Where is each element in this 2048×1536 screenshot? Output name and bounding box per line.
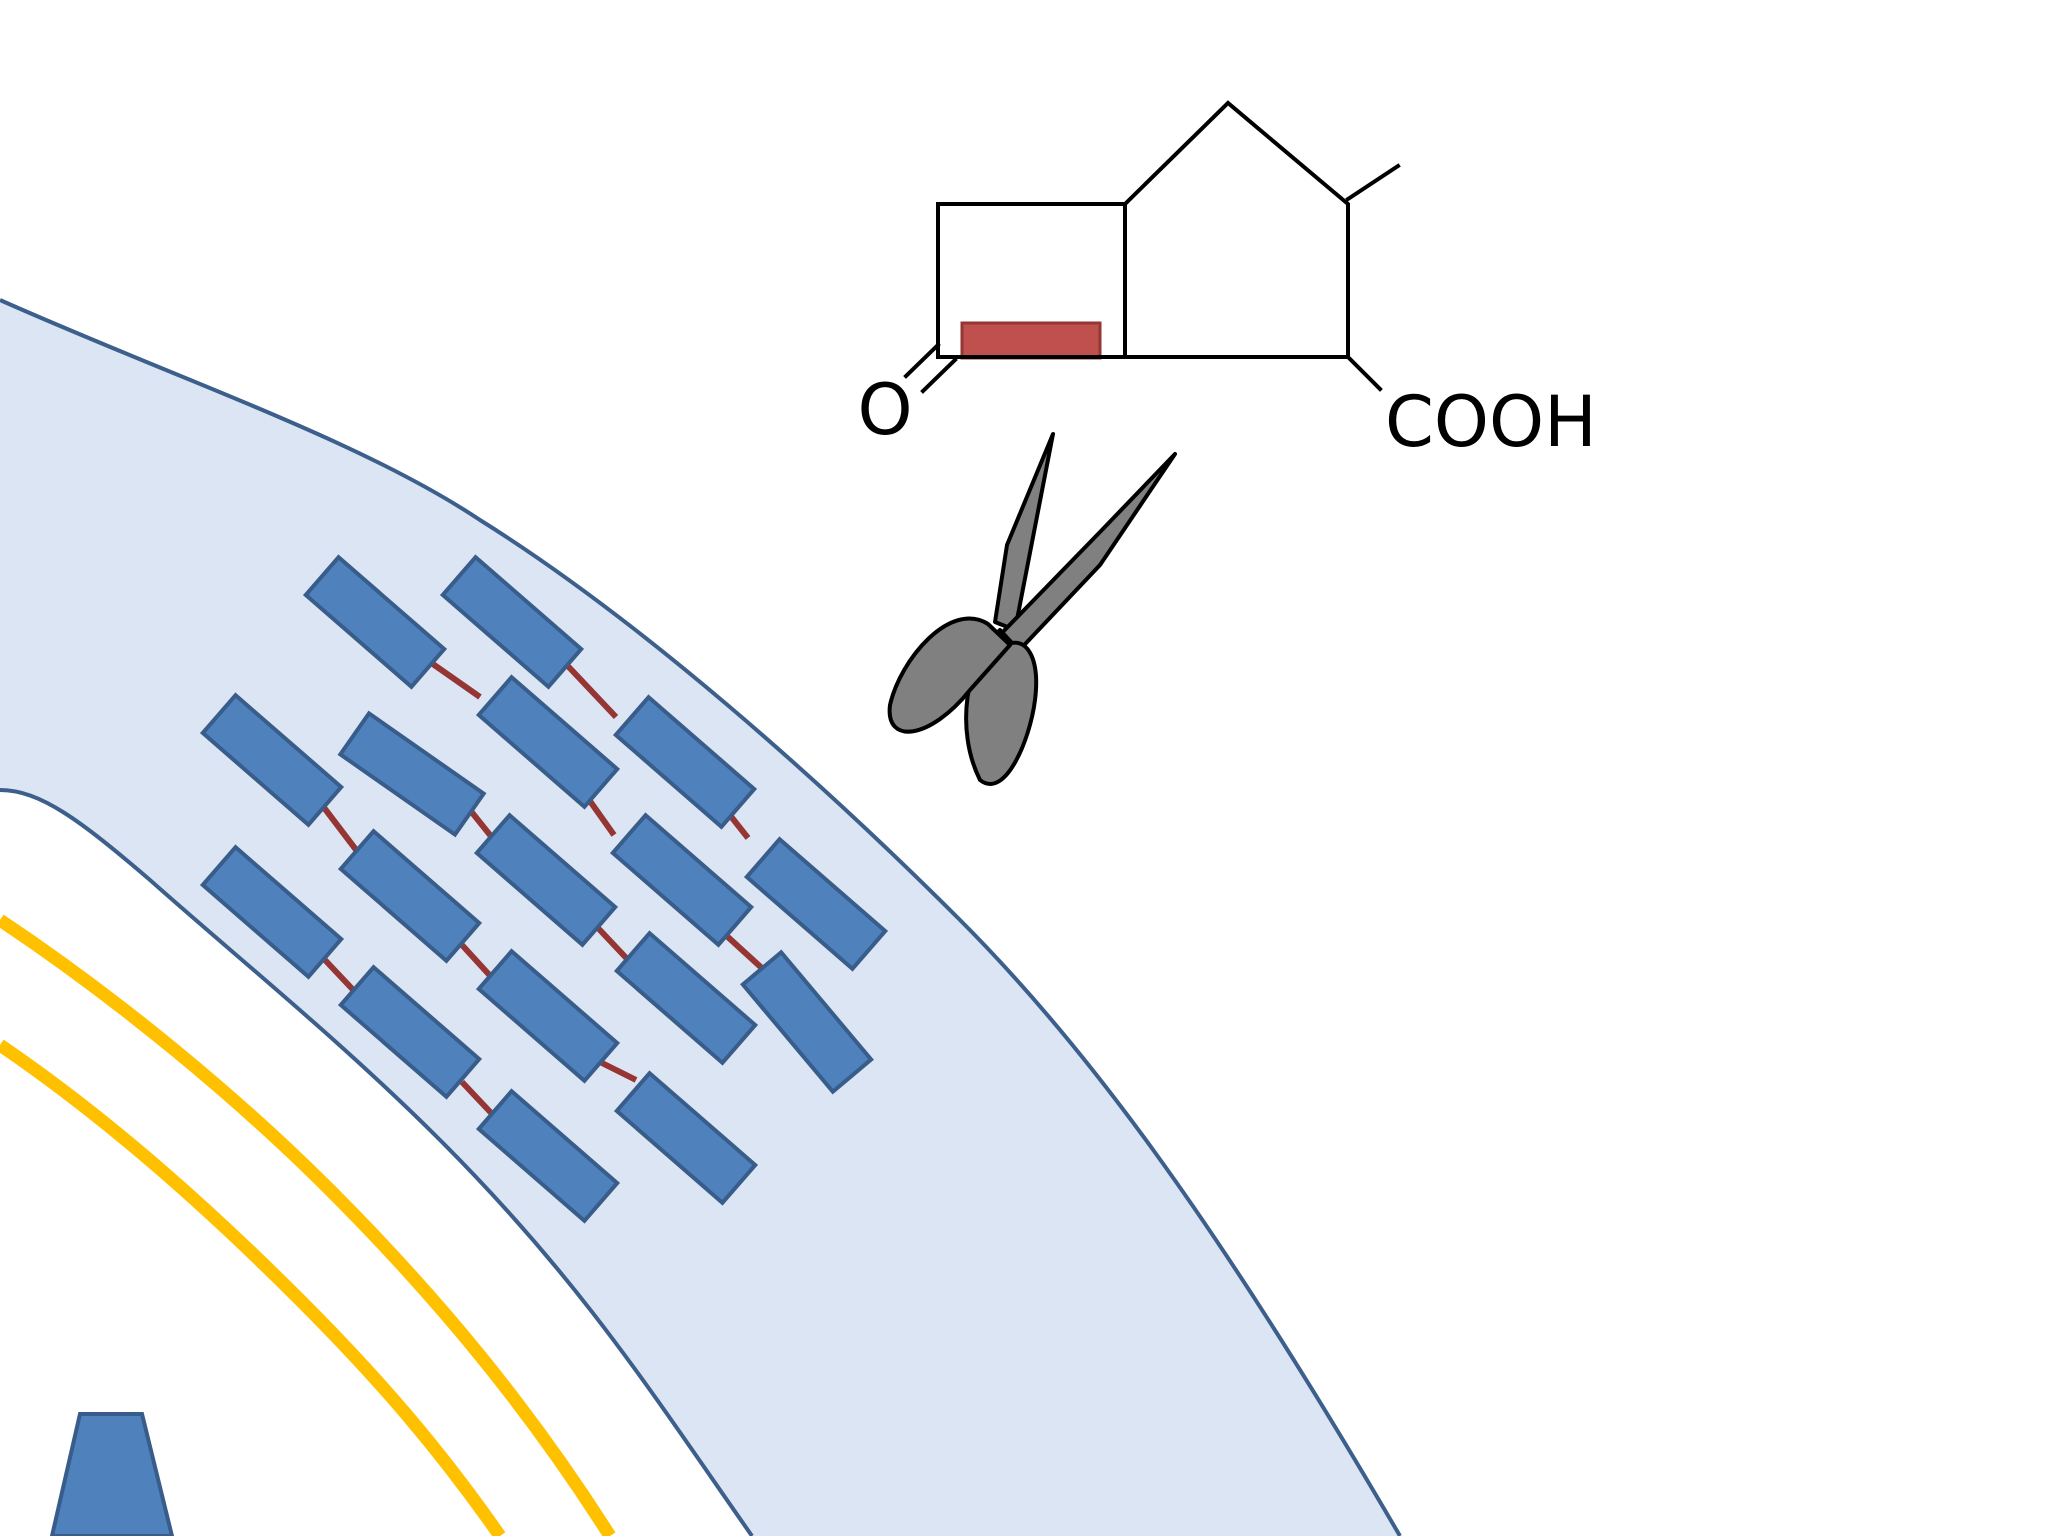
crosslink: [459, 942, 497, 983]
glycan-block: [613, 1070, 759, 1206]
crosslink: [319, 803, 363, 857]
glycan-block: [613, 930, 759, 1066]
glycan-block: [337, 828, 483, 964]
crosslink: [428, 659, 482, 700]
membrane-inner-line: [0, 1039, 506, 1536]
carbonyl-bond-2: [920, 357, 958, 394]
membrane-protein-icon: [49, 1412, 175, 1536]
glycan-block: [612, 694, 758, 830]
glycan-block: [337, 710, 487, 838]
glycan-block: [740, 949, 874, 1095]
scissors-blade-back: [993, 432, 1055, 632]
glycan-block: [473, 812, 619, 948]
peptidoglycan-layer: [199, 554, 889, 1224]
glycan-block: [302, 554, 448, 690]
carbonyl-oxygen-label: O: [857, 369, 912, 451]
glycan-block: [199, 844, 345, 980]
glycan-block: [475, 674, 621, 810]
crosslink: [595, 925, 633, 965]
carboxyl-bond: [1345, 354, 1383, 392]
glycan-block: [439, 554, 585, 690]
beta-lactam-molecule: O COOH: [857, 100, 1597, 463]
methyl-bond: [1345, 163, 1401, 202]
glycan-block: [475, 948, 621, 1084]
crosslink: [459, 1079, 497, 1119]
cell-wall-inner-edge: [0, 788, 754, 1536]
beta-lactam-ring: [936, 202, 1127, 359]
glycan-block: [743, 836, 889, 972]
membrane-outer-line: [0, 914, 616, 1536]
glycan-block: [609, 812, 755, 948]
glycan-block: [337, 964, 483, 1100]
carboxyl-group-label: COOH: [1385, 381, 1597, 463]
glycan-block: [199, 692, 345, 828]
cell-wall-outer-edge: [0, 298, 1402, 1536]
scissors-handle-front: [887, 616, 1012, 734]
carbonyl-bond-1: [903, 342, 941, 379]
crosslink: [562, 660, 619, 720]
crosslink: [594, 1057, 638, 1083]
molecule-skeleton: [903, 100, 1401, 394]
glycan-block: [475, 1088, 621, 1224]
thiazolidine-ring: [1122, 100, 1350, 359]
beta-lactam-bond-highlight: [960, 321, 1102, 360]
scissors-icon: [887, 432, 1177, 786]
